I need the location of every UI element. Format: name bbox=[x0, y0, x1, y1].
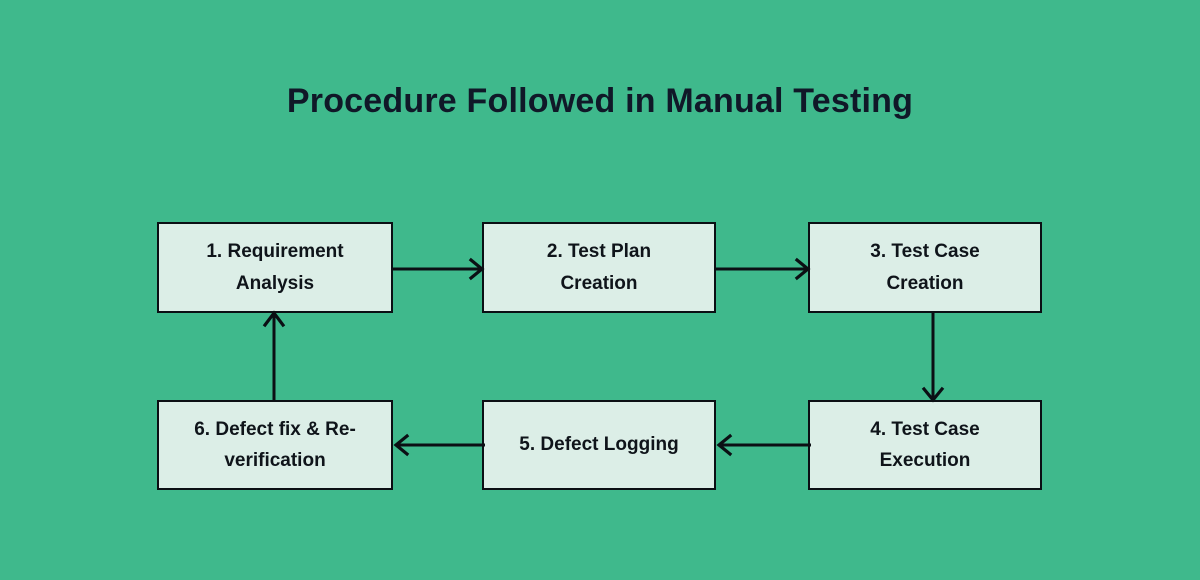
flow-node-label: 1. Requirement Analysis bbox=[171, 236, 379, 299]
flow-node-line-1: 3. Test Case bbox=[870, 241, 980, 263]
flow-node-defect-logging[interactable]: 5. Defect Logging bbox=[482, 400, 716, 490]
arrow-requirement-analysis-to-test-plan bbox=[393, 257, 485, 281]
flow-node-defect-fix-reverification[interactable]: 6. Defect fix & Re- verification bbox=[157, 400, 393, 490]
arrow-defect-logging-to-defect-fix bbox=[393, 433, 485, 457]
flow-node-label: 2. Test Plan Creation bbox=[496, 236, 702, 299]
flow-node-line-2: Analysis bbox=[235, 272, 315, 294]
flow-node-label: 6. Defect fix & Re- verification bbox=[171, 414, 379, 477]
flow-node-requirement-analysis[interactable]: 1. Requirement Analysis bbox=[157, 222, 393, 313]
flow-node-test-case-creation[interactable]: 3. Test Case Creation bbox=[808, 222, 1042, 313]
flow-node-line-2: Execution bbox=[879, 450, 971, 471]
arrow-defect-fix-to-requirement-analysis bbox=[262, 310, 286, 402]
flow-node-label: 4. Test Case Execution bbox=[822, 414, 1028, 477]
page-title: Procedure Followed in Manual Testing bbox=[286, 82, 914, 120]
flow-node-label: 3. Test Case Creation bbox=[822, 236, 1028, 299]
arrow-test-plan-to-test-case-creation bbox=[716, 257, 811, 281]
arrow-test-case-creation-to-test-case-execution bbox=[921, 313, 945, 403]
flow-node-test-case-execution[interactable]: 4. Test Case Execution bbox=[808, 400, 1042, 490]
flow-node-line-1: 2. Test Plan bbox=[546, 241, 652, 263]
flow-node-line-2: verification bbox=[224, 450, 326, 471]
flow-node-line-2: Creation bbox=[886, 272, 964, 294]
flow-node-label: 5. Defect Logging bbox=[519, 434, 679, 456]
arrow-test-case-execution-to-defect-logging bbox=[716, 433, 811, 457]
flow-node-line-2: Creation bbox=[560, 272, 638, 294]
flow-node-line-1: 1. Requirement bbox=[206, 241, 344, 263]
flow-node-test-plan-creation[interactable]: 2. Test Plan Creation bbox=[482, 222, 716, 313]
flow-node-line-1: 4. Test Case bbox=[870, 418, 980, 440]
flow-node-line-1: 6. Defect fix & Re- bbox=[194, 418, 356, 440]
